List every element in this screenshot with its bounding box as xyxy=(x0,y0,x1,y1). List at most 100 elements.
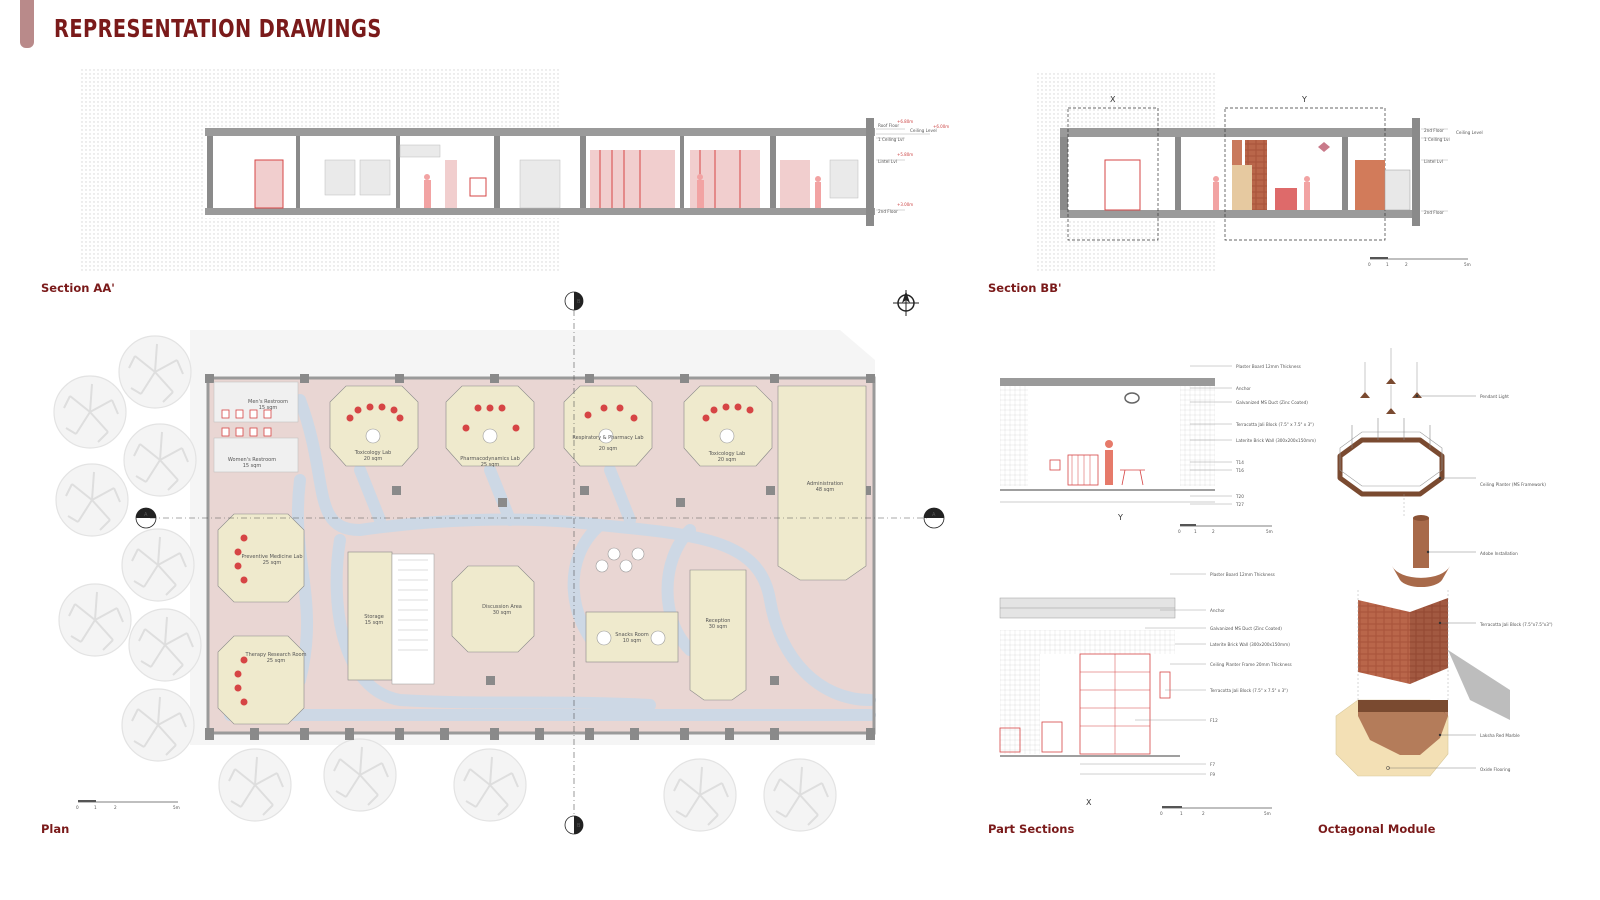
level-value-3: +5.80m xyxy=(897,152,913,157)
svg-text:0: 0 xyxy=(1160,811,1163,816)
level-2nd-floor: 2nd Floor xyxy=(878,209,898,214)
svg-text:1: 1 xyxy=(1194,529,1197,534)
svg-text:Laterite Brick Wall (300x200x1: Laterite Brick Wall (300x200x150mm) xyxy=(1210,642,1290,647)
svg-text:F7: F7 xyxy=(1210,762,1215,767)
lab-octagons xyxy=(217,385,773,725)
svg-text:Ceiling Planter (MS Framework): Ceiling Planter (MS Framework) xyxy=(1480,482,1546,487)
part-section-x-marker: X xyxy=(1086,798,1092,807)
svg-text:Laterite Brick Wall (300x200x1: Laterite Brick Wall (300x200x150mm) xyxy=(1236,438,1316,443)
north-arrow-icon xyxy=(893,290,919,316)
section-bb-drawing: X Y 2nd Floor Ceiling Level 1 Ceiling Lv… xyxy=(1035,72,1483,272)
caption-section-bb: Section BB' xyxy=(988,281,1062,295)
svg-text:Storage: Storage xyxy=(364,614,384,620)
svg-text:Women's Restroom: Women's Restroom xyxy=(228,457,276,463)
bb-level-ceiling-1: 1 Ceiling Lvl xyxy=(1424,137,1450,142)
svg-text:Plaster Board 12mm Thickness: Plaster Board 12mm Thickness xyxy=(1210,572,1275,577)
svg-text:15 sqm: 15 sqm xyxy=(243,463,262,469)
svg-text:30 sqm: 30 sqm xyxy=(493,610,512,616)
svg-text:Reception: Reception xyxy=(706,618,731,624)
caption-octagonal-module: Octagonal Module xyxy=(1318,822,1436,836)
svg-text:20 sqm: 20 sqm xyxy=(599,446,618,452)
svg-text:Adobe Installation: Adobe Installation xyxy=(1480,551,1518,556)
svg-text:Terracotta Jali Block (7.5" x: Terracotta Jali Block (7.5" x 7.5" x 3") xyxy=(1209,688,1288,693)
svg-text:2: 2 xyxy=(1212,529,1215,534)
svg-text:20 sqm: 20 sqm xyxy=(718,457,737,463)
svg-text:Discussion Area: Discussion Area xyxy=(482,604,522,610)
level-value-4: +3.00m xyxy=(897,202,913,207)
svg-text:10 sqm: 10 sqm xyxy=(623,638,642,644)
svg-text:B: B xyxy=(577,299,581,305)
part-section-x: Plaster Board 12mm Thickness Anchor Galv… xyxy=(999,572,1292,816)
section-aa-level-labels: Roof Floor Ceiling Level 1 Ceiling Lvl L… xyxy=(876,119,949,214)
svg-text:Men's Restroom: Men's Restroom xyxy=(248,399,288,405)
svg-text:Preventive Medicine Lab: Preventive Medicine Lab xyxy=(241,554,302,560)
svg-text:5m: 5m xyxy=(1264,811,1271,816)
svg-text:15 sqm: 15 sqm xyxy=(259,405,278,411)
svg-text:Anchor: Anchor xyxy=(1236,386,1251,391)
svg-text:5m: 5m xyxy=(1266,529,1273,534)
part-section-y: Plaster Board 12mm Thickness Anchor Galv… xyxy=(1000,364,1316,534)
svg-text:Pharmacodynamics Lab: Pharmacodynamics Lab xyxy=(460,456,520,462)
section-marker-a-right: A xyxy=(923,507,945,529)
svg-text:A: A xyxy=(144,512,148,518)
page-title: REPRESENTATION DRAWINGS xyxy=(54,14,382,43)
svg-text:25 sqm: 25 sqm xyxy=(263,560,282,566)
part-section-y-scale-bar: 0 1 2 5m xyxy=(1178,524,1273,534)
svg-text:25 sqm: 25 sqm xyxy=(267,658,286,664)
svg-text:2: 2 xyxy=(1202,811,1205,816)
octagonal-module-callouts: Pendant Light Ceiling Planter (MS Framew… xyxy=(1479,394,1553,772)
svg-text:F12: F12 xyxy=(1210,718,1218,723)
level-ceiling: Ceiling Level xyxy=(910,128,937,133)
caption-section-aa: Section AA' xyxy=(41,281,115,295)
part-section-x-callouts: Plaster Board 12mm Thickness Anchor Galv… xyxy=(1209,572,1292,777)
svg-text:2: 2 xyxy=(114,805,117,810)
section-bb-level-labels: 2nd Floor Ceiling Level 1 Ceiling Lvl Li… xyxy=(1421,128,1483,215)
svg-text:15 sqm: 15 sqm xyxy=(365,620,384,626)
level-value-2: +6.00m xyxy=(933,124,949,129)
svg-text:Snacks Room: Snacks Room xyxy=(615,632,649,638)
level-roof-floor: Roof Floor xyxy=(878,123,899,128)
svg-text:5m: 5m xyxy=(1464,262,1471,267)
svg-text:T16: T16 xyxy=(1235,468,1244,473)
svg-text:Respiratory & Pharmacy Lab: Respiratory & Pharmacy Lab xyxy=(572,435,643,441)
svg-text:Plaster Board 12mm Thickness: Plaster Board 12mm Thickness xyxy=(1236,364,1301,369)
restrooms xyxy=(213,381,299,473)
svg-text:Galvanized MS Duct (Zinc Coate: Galvanized MS Duct (Zinc Coated) xyxy=(1236,400,1308,405)
svg-text:A: A xyxy=(932,512,936,518)
section-marker-b-bottom: B xyxy=(564,815,584,835)
bb-level-floor: 2nd Floor xyxy=(1424,210,1444,215)
caption-plan: Plan xyxy=(41,822,70,836)
plan-section-lines xyxy=(150,310,930,815)
svg-text:0: 0 xyxy=(76,805,79,810)
svg-text:5m: 5m xyxy=(173,805,180,810)
svg-text:T27: T27 xyxy=(1235,502,1244,507)
svg-text:0: 0 xyxy=(1368,262,1371,267)
svg-text:Anchor: Anchor xyxy=(1210,608,1225,613)
svg-text:Administration: Administration xyxy=(807,481,844,487)
part-section-y-callouts: Plaster Board 12mm Thickness Anchor Galv… xyxy=(1235,364,1316,507)
svg-text:25 sqm: 25 sqm xyxy=(481,462,500,468)
svg-text:T20: T20 xyxy=(1235,494,1244,499)
svg-text:Ceiling Planter Frame 20mm Thi: Ceiling Planter Frame 20mm Thickness xyxy=(1210,662,1292,667)
level-lintel: Lintel Lvl xyxy=(878,159,897,164)
section-bb-scale-bar: 0 1 2 5m xyxy=(1368,257,1471,267)
svg-text:Laksha Red Marble: Laksha Red Marble xyxy=(1480,733,1520,738)
bb-level-2nd-floor: 2nd Floor xyxy=(1424,128,1444,133)
bb-level-lintel: Lintel Lvl xyxy=(1424,159,1443,164)
svg-text:Terracotta Jali Block (7.5"x7.: Terracotta Jali Block (7.5"x7.5"x3") xyxy=(1479,622,1553,627)
svg-text:F9: F9 xyxy=(1210,772,1215,777)
svg-text:2: 2 xyxy=(1405,262,1408,267)
bb-level-ceiling: Ceiling Level xyxy=(1456,130,1483,135)
svg-text:20 sqm: 20 sqm xyxy=(364,456,383,462)
octagonal-module-drawing: Pendant Light Ceiling Planter (MS Framew… xyxy=(1335,348,1553,777)
part-section-x-scale-bar: 0 1 2 5m xyxy=(1160,806,1272,816)
section-bb-marker-x: X xyxy=(1110,95,1116,104)
level-ceiling-1: 1 Ceiling Lvl xyxy=(878,137,904,142)
svg-text:48 sqm: 48 sqm xyxy=(816,487,835,493)
svg-text:T14: T14 xyxy=(1235,460,1244,465)
svg-text:Oxide Flooring: Oxide Flooring xyxy=(1480,767,1511,772)
svg-text:Therapy Research Room: Therapy Research Room xyxy=(245,652,307,658)
plan-scale-bar: 0 1 2 5m xyxy=(76,800,180,810)
plan-room-labels: Men's Restroom 15 sqm Women's Restroom 1… xyxy=(228,399,843,664)
